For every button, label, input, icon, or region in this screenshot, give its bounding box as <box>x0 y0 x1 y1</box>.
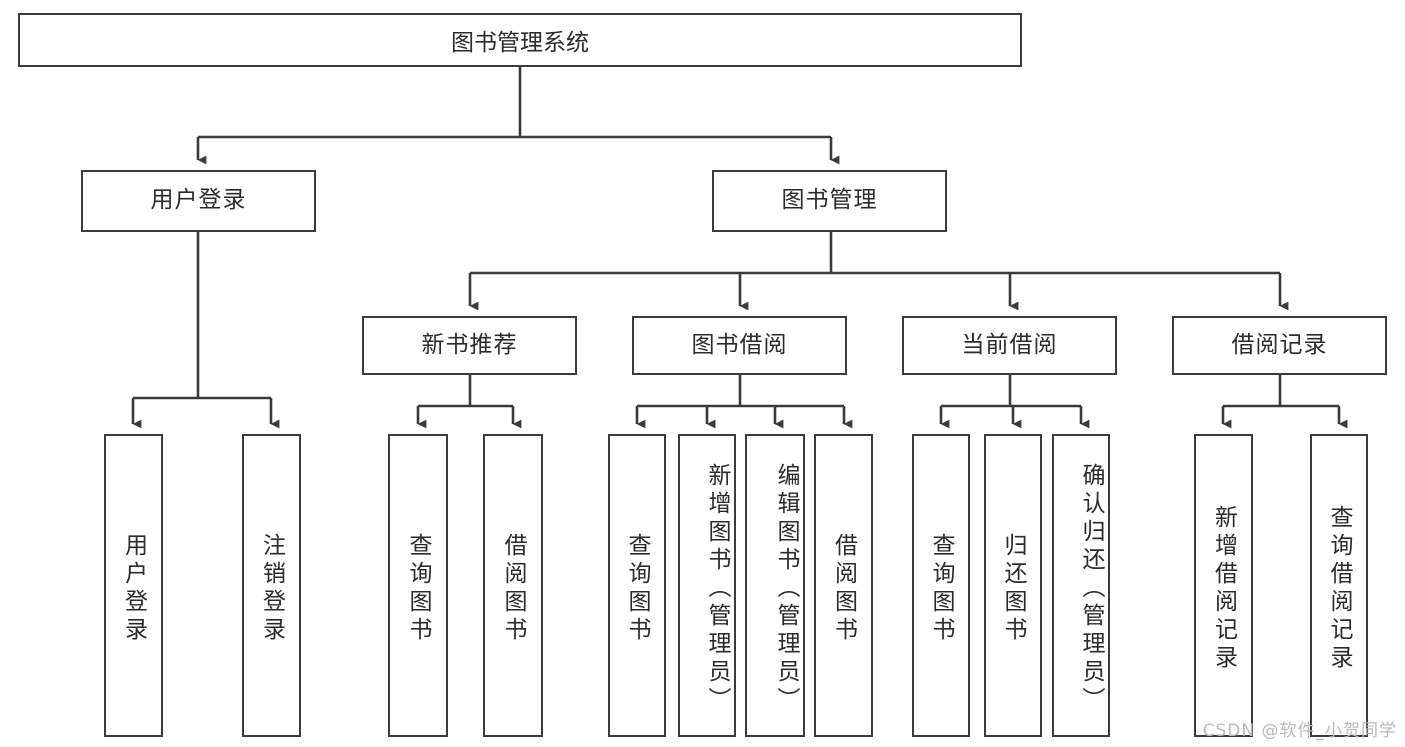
leaf-query-book-recommend[interactable]: 查询图书 <box>388 434 448 737</box>
leaf-user-login[interactable]: 用户登录 <box>104 434 163 737</box>
node-label: 当前借阅 <box>961 331 1058 358</box>
node-label: 用户登录 <box>150 187 247 214</box>
node-user-login[interactable]: 用户登录 <box>81 170 316 232</box>
node-book-management[interactable]: 图书管理 <box>712 170 947 232</box>
node-label: 确认归还（管理员） <box>1078 462 1104 715</box>
node-book-borrow[interactable]: 图书借阅 <box>632 316 847 375</box>
node-label: 归还图书 <box>1000 532 1026 645</box>
leaf-confirm-return-admin[interactable]: 确认归还（管理员） <box>1052 434 1110 737</box>
node-label: 查询图书 <box>928 532 954 645</box>
node-label: 图书管理 <box>781 187 878 214</box>
node-label: 图书管理系统 <box>451 30 589 56</box>
leaf-return-book[interactable]: 归还图书 <box>984 434 1042 737</box>
node-label: 借阅图书 <box>830 532 857 645</box>
leaf-edit-book-admin[interactable]: 编辑图书（管理员） <box>745 434 805 737</box>
leaf-borrow-book[interactable]: 借阅图书 <box>814 434 873 737</box>
leaf-query-book-current[interactable]: 查询图书 <box>912 434 970 737</box>
watermark: CSDN @软件_小贺同学 <box>1202 721 1397 741</box>
node-label: 图书借阅 <box>691 331 788 358</box>
leaf-query-borrow-record[interactable]: 查询借阅记录 <box>1310 434 1368 737</box>
node-current-borrow[interactable]: 当前借阅 <box>902 316 1117 375</box>
node-label: 注销登录 <box>258 532 285 645</box>
node-label: 编辑图书（管理员） <box>773 462 799 715</box>
node-label: 查询图书 <box>405 532 431 645</box>
node-label: 新增图书（管理员） <box>704 462 730 715</box>
leaf-borrow-book-recommend[interactable]: 借阅图书 <box>483 434 543 737</box>
node-label: 借阅图书 <box>500 532 526 645</box>
node-label: 查询图书 <box>624 532 650 645</box>
leaf-logout[interactable]: 注销登录 <box>242 434 301 737</box>
node-root-book-management-system[interactable]: 图书管理系统 <box>18 13 1022 67</box>
leaf-add-borrow-record[interactable]: 新增借阅记录 <box>1194 434 1253 737</box>
node-label: 新书推荐 <box>421 331 518 358</box>
node-label: 用户登录 <box>120 532 147 645</box>
node-label: 新增借阅记录 <box>1210 504 1237 673</box>
node-borrow-record[interactable]: 借阅记录 <box>1172 316 1387 375</box>
leaf-query-book-borrow[interactable]: 查询图书 <box>608 434 666 737</box>
node-new-book-recommend[interactable]: 新书推荐 <box>362 316 577 375</box>
leaf-add-book-admin[interactable]: 新增图书（管理员） <box>678 434 736 737</box>
node-label: 借阅记录 <box>1231 331 1328 358</box>
node-label: 查询借阅记录 <box>1326 504 1352 673</box>
